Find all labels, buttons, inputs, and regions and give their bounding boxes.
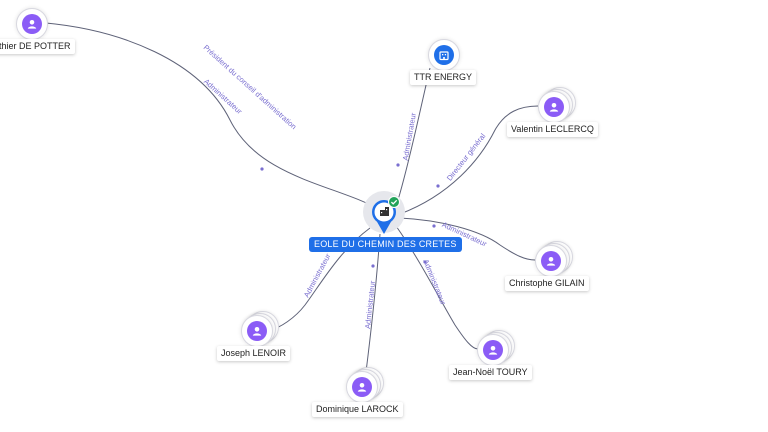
edge-line-potter xyxy=(45,22,385,213)
center-node[interactable] xyxy=(362,190,406,240)
node-label[interactable]: Christophe GILAIN xyxy=(505,276,589,291)
building-icon xyxy=(434,45,454,65)
person-icon xyxy=(544,97,564,117)
avatar[interactable] xyxy=(16,8,48,40)
avatar[interactable] xyxy=(241,315,273,347)
edge-label-potter: Administrateur xyxy=(202,77,244,116)
avatar[interactable] xyxy=(535,245,567,277)
edge-arrow xyxy=(436,184,440,188)
edge-line-leclercq xyxy=(399,105,539,215)
person-icon xyxy=(483,340,503,360)
avatar[interactable] xyxy=(428,39,460,71)
node-label[interactable]: uthier DE POTTER xyxy=(0,39,75,54)
person-icon xyxy=(22,14,42,34)
edge-label-leclercq: Directeur général xyxy=(445,131,488,182)
edge-label-toury: Administrateur xyxy=(421,258,448,307)
edge-arrow xyxy=(432,224,436,228)
edge-arrow xyxy=(371,264,375,268)
edge-label-ttr: Administrateur xyxy=(401,112,418,162)
person-icon xyxy=(352,377,372,397)
node-label[interactable]: TTR ENERGY xyxy=(410,70,477,85)
edge-arrow xyxy=(423,260,427,264)
edge-label-larock: Administrateur xyxy=(363,280,377,330)
edge-arrow xyxy=(396,163,400,167)
avatar[interactable] xyxy=(477,334,509,366)
center-node-label[interactable]: EOLE DU CHEMIN DES CRETES xyxy=(309,237,462,252)
edge-line-gilain xyxy=(399,217,536,261)
node-label[interactable]: Jean-Noël TOURY xyxy=(449,365,532,380)
edge-label-lenoir: Administrateur xyxy=(302,252,333,299)
node-label[interactable]: Joseph LENOIR xyxy=(217,346,291,361)
edge-line-toury xyxy=(395,225,479,350)
building-icon xyxy=(380,207,389,216)
node-label[interactable]: Dominique LAROCK xyxy=(312,402,403,417)
node-label[interactable]: Valentin LECLERCQ xyxy=(507,122,598,137)
person-icon xyxy=(541,251,561,271)
avatar[interactable] xyxy=(538,91,570,123)
avatar[interactable] xyxy=(346,371,378,403)
edge-line-larock xyxy=(365,233,381,373)
person-icon xyxy=(247,321,267,341)
edge-arrow xyxy=(260,167,264,171)
verified-check-icon xyxy=(388,196,400,208)
